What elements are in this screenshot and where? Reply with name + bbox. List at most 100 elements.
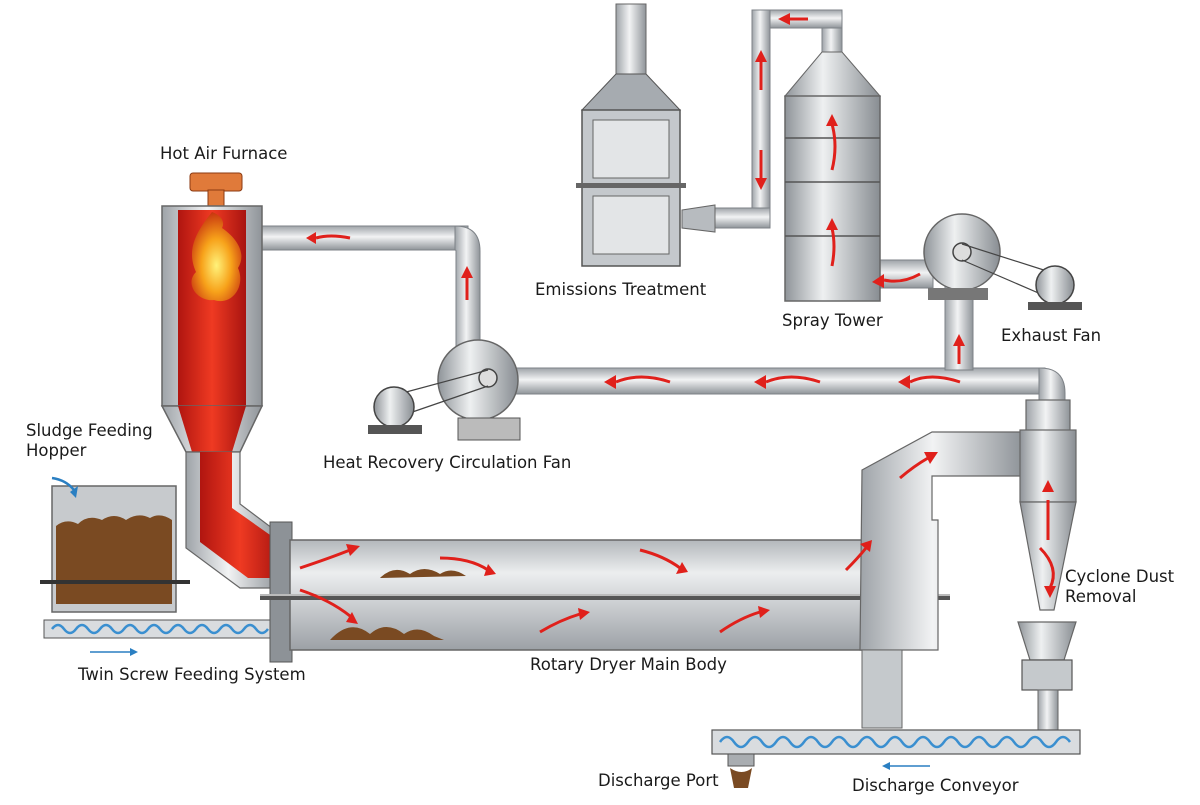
label-discharge-port-text: Discharge Port <box>598 771 719 790</box>
exhaust-fan <box>923 213 1082 310</box>
flow-arrow <box>299 588 351 618</box>
cyclone-dust-removal <box>1017 399 1077 731</box>
flow-arrow-head <box>346 544 360 556</box>
label-emissions-treatment-text: Emissions Treatment <box>535 280 707 299</box>
flow-arrow-head <box>676 562 688 574</box>
flow-arrow <box>539 612 581 634</box>
label-twin-screw-feeding: Twin Screw Feeding System <box>78 665 306 685</box>
label-twin-screw-feeding-text: Twin Screw Feeding System <box>78 665 306 684</box>
sludge-pile <box>56 515 172 604</box>
label-emissions-treatment: Emissions Treatment <box>535 280 706 300</box>
label-discharge-conveyor-text: Discharge Conveyor <box>852 776 1019 795</box>
label-exhaust-fan: Exhaust Fan <box>1001 326 1101 346</box>
dryer-discharge-chute <box>861 649 903 729</box>
flow-arrow <box>719 610 761 634</box>
flow-arrow <box>830 123 837 171</box>
flow-arrow-head <box>872 274 884 288</box>
filter-panel <box>592 195 670 255</box>
flow-arrow <box>830 227 836 267</box>
discharge-conveyor <box>711 729 1081 788</box>
label-sludge-feeding-hopper: Sludge Feeding Hopper <box>26 421 153 461</box>
flow-arrow-head <box>1044 586 1056 598</box>
feed-direction-arrow <box>51 476 75 491</box>
feed-direction-arrow-head <box>70 486 78 498</box>
flow-arrow <box>909 375 961 384</box>
label-cyclone-dust-removal: Cyclone Dust Removal <box>1065 567 1174 607</box>
label-cyclone-dust-removal-line2: Removal <box>1065 587 1137 606</box>
rotary-dryer <box>260 431 1023 729</box>
label-hot-air-furnace: Hot Air Furnace <box>160 144 287 164</box>
direction-markers <box>51 476 930 770</box>
emissions-inlet-cone <box>681 204 716 233</box>
flow-arrow <box>844 547 868 572</box>
fan-to-tower-pipe <box>877 259 934 289</box>
flow-arrow-head <box>484 564 496 576</box>
flow-arrow-head <box>1042 480 1054 492</box>
screw-direction-arrow-head <box>130 648 138 656</box>
flow-arrow-head <box>754 375 766 389</box>
flow-arrow <box>299 548 351 570</box>
conveyor-screw <box>718 735 1072 749</box>
flow-arrow-head <box>306 232 316 244</box>
hot-duct <box>200 452 280 578</box>
flow-arrow-head <box>346 612 358 624</box>
heat-recovery-fan-motor <box>373 386 415 428</box>
drive-belt <box>961 243 1051 273</box>
flame <box>191 212 242 302</box>
label-rotary-dryer-main-body-text: Rotary Dryer Main Body <box>530 655 727 674</box>
flow-arrow-head <box>826 114 838 126</box>
exhaust-fan-hub <box>952 242 972 262</box>
flow-arrow-head <box>755 178 767 190</box>
conveyor-direction-arrow-head <box>882 762 890 770</box>
hot-air-furnace <box>160 172 281 589</box>
flow-arrow-head <box>826 218 838 230</box>
flow-arrow-head <box>778 13 790 25</box>
exhaust-fan-motor <box>1035 265 1075 305</box>
sludge-feeding-hopper <box>40 485 285 639</box>
label-sludge-feeding-hopper-line2: Hopper <box>26 441 87 460</box>
flow-arrow <box>883 272 921 283</box>
drive-belt <box>961 259 1051 299</box>
spray-tower-cone <box>783 51 882 97</box>
flow-arrow-head <box>461 266 473 278</box>
filter-panel <box>592 119 670 179</box>
flow-arrow <box>315 234 351 240</box>
label-spray-tower-text: Spray Tower <box>782 311 883 330</box>
cyclone-hopper <box>1017 621 1077 661</box>
flow-arrow <box>765 375 821 384</box>
label-discharge-conveyor: Discharge Conveyor <box>852 776 1019 796</box>
burner-head <box>189 172 243 192</box>
motor-base <box>368 425 422 434</box>
screw-trough <box>43 619 285 639</box>
flow-arrow-head <box>898 375 910 389</box>
label-rotary-dryer-main-body: Rotary Dryer Main Body <box>530 655 727 675</box>
sludge-inside-dryer <box>330 627 444 640</box>
flow-arrow <box>639 548 681 570</box>
feed-screw <box>51 623 269 635</box>
furnace-hopper-hot <box>178 406 246 452</box>
furnace-outlet-pipe <box>257 225 469 251</box>
fan-base <box>457 417 521 441</box>
motor-base <box>1028 302 1082 310</box>
emissions-stack <box>615 3 647 75</box>
emissions-flange <box>576 183 686 188</box>
flow-arrow <box>439 556 489 572</box>
rotary-valve <box>1021 659 1073 691</box>
flow-arrow-head <box>860 540 872 552</box>
conveyor-trough <box>711 729 1081 755</box>
flow-arrows <box>299 13 1056 634</box>
emissions-inlet-pipe <box>714 207 771 229</box>
label-heat-recovery-fan-text: Heat Recovery Circulation Fan <box>323 453 572 472</box>
emissions-treatment-unit <box>576 3 716 267</box>
flow-arrow-head <box>604 375 616 389</box>
sludge-inside-dryer <box>380 569 466 578</box>
dryer-exhaust-hood <box>859 431 1023 651</box>
flow-arrow-head <box>758 606 770 618</box>
label-heat-recovery-fan: Heat Recovery Circulation Fan <box>323 453 571 473</box>
flow-arrow-head <box>924 452 938 464</box>
heat-recovery-fan <box>368 339 521 441</box>
flow-arrow-head <box>755 50 767 62</box>
dryer-end-flange <box>269 521 293 663</box>
label-hot-air-furnace-text: Hot Air Furnace <box>160 144 288 163</box>
